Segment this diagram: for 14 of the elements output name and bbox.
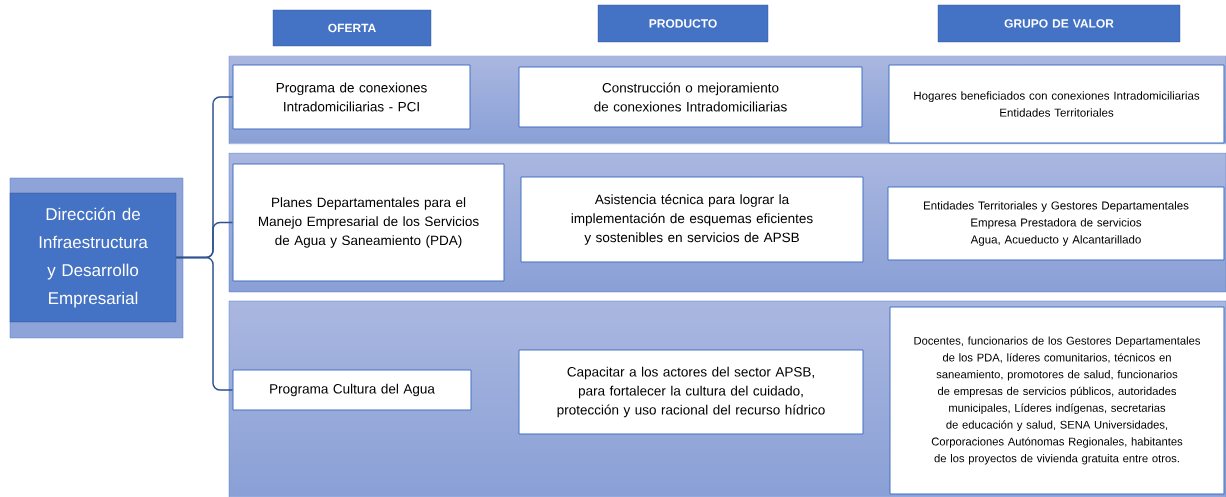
text-box: Capacitar a los actores del sector APSB, para fortalecer la cultura del cuidado, protección y uso racional del recurso hídrico: [518, 349, 864, 435]
text-box: Hogares beneficiados con conexiones Intradomiciliarias Entidades Territoriales: [888, 64, 1225, 144]
header-box: OFERTA: [272, 9, 432, 47]
text-box: Entidades Territoriales y Gestores Departamentales Empresa Prestadora de servicios Agua, Acueducto y Alcantarillado: [887, 186, 1225, 261]
text-box: Docentes, funcionarios de los Gestores Departamentales de los PDA, líderes comunitarios, técnicos en saneamiento, promotores de salud, funcionarios de empresas de servicios públicos, autoridades municipales, Líderes indígenas, secretarias de educación y salud, SENA Universidades, Corporaciones Autónomas Regionales, habitantes de los proyectos de vivienda gratuita entre otros.: [889, 306, 1225, 495]
header-box: GRUPO DE VALOR: [937, 4, 1181, 43]
text-box: Planes Departamentales para el Manejo Empresarial de los Servicios de Agua y Saneamiento (PDA): [232, 163, 505, 282]
header-box: PRODUCTO: [597, 4, 769, 43]
title-box: Dirección de Infraestructura y Desarrollo Empresarial: [9, 177, 184, 339]
text-box: Programa de conexiones Intradomiciliarias - PCI: [232, 64, 471, 130]
text-box: Asistencia técnica para lograr la implementación de esquemas eficientes y sostenibles en servicios de APSB: [520, 176, 864, 263]
text-box: Programa Cultura del Agua: [232, 369, 472, 411]
bracket-line: [175, 256, 234, 391]
text-box: Construcción o mejoramiento de conexiones Intradomiciliarias: [518, 66, 863, 128]
